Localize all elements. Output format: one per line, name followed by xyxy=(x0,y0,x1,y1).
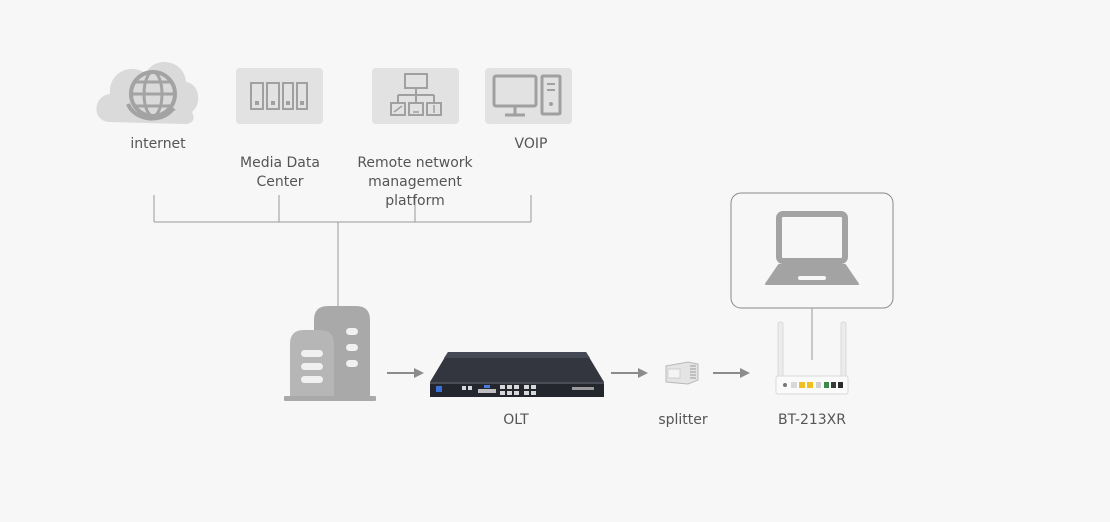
olt-device-icon xyxy=(430,352,604,397)
media-data-center-label: Media Data Center xyxy=(224,135,336,192)
laptop-icon xyxy=(765,211,859,285)
arrow-right-icon xyxy=(713,368,750,378)
router-label-text: BT-213XR xyxy=(778,412,846,428)
olt-label-text: OLT xyxy=(503,412,529,428)
desktop-computer-icon xyxy=(485,68,572,124)
connector-lines xyxy=(153,195,532,308)
internet-label-text: internet xyxy=(130,136,186,152)
splitter-icon xyxy=(665,361,699,385)
arrow-right-icon xyxy=(387,368,424,378)
globe-cloud-icon xyxy=(96,62,199,124)
remote-network-management-label: Remote network management platform xyxy=(345,135,485,211)
arrow-right-icon xyxy=(611,368,648,378)
laptop-box xyxy=(730,192,894,309)
olt-label: OLT xyxy=(476,411,556,430)
router-icon xyxy=(775,321,849,395)
remote-network-management-label-text: Remote network management platform xyxy=(357,155,473,209)
router-label: BT-213XR xyxy=(762,411,862,430)
voip-label-text: VOIP xyxy=(514,136,548,152)
building-icon xyxy=(284,306,376,401)
voip-label: VOIP xyxy=(491,135,571,154)
splitter-label: splitter xyxy=(643,411,723,430)
internet-label: internet xyxy=(108,135,208,154)
media-data-center-label-text: Media Data Center xyxy=(240,155,320,190)
splitter-label-text: splitter xyxy=(658,412,708,428)
server-rack-icon xyxy=(236,68,323,124)
network-management-icon xyxy=(372,68,459,124)
